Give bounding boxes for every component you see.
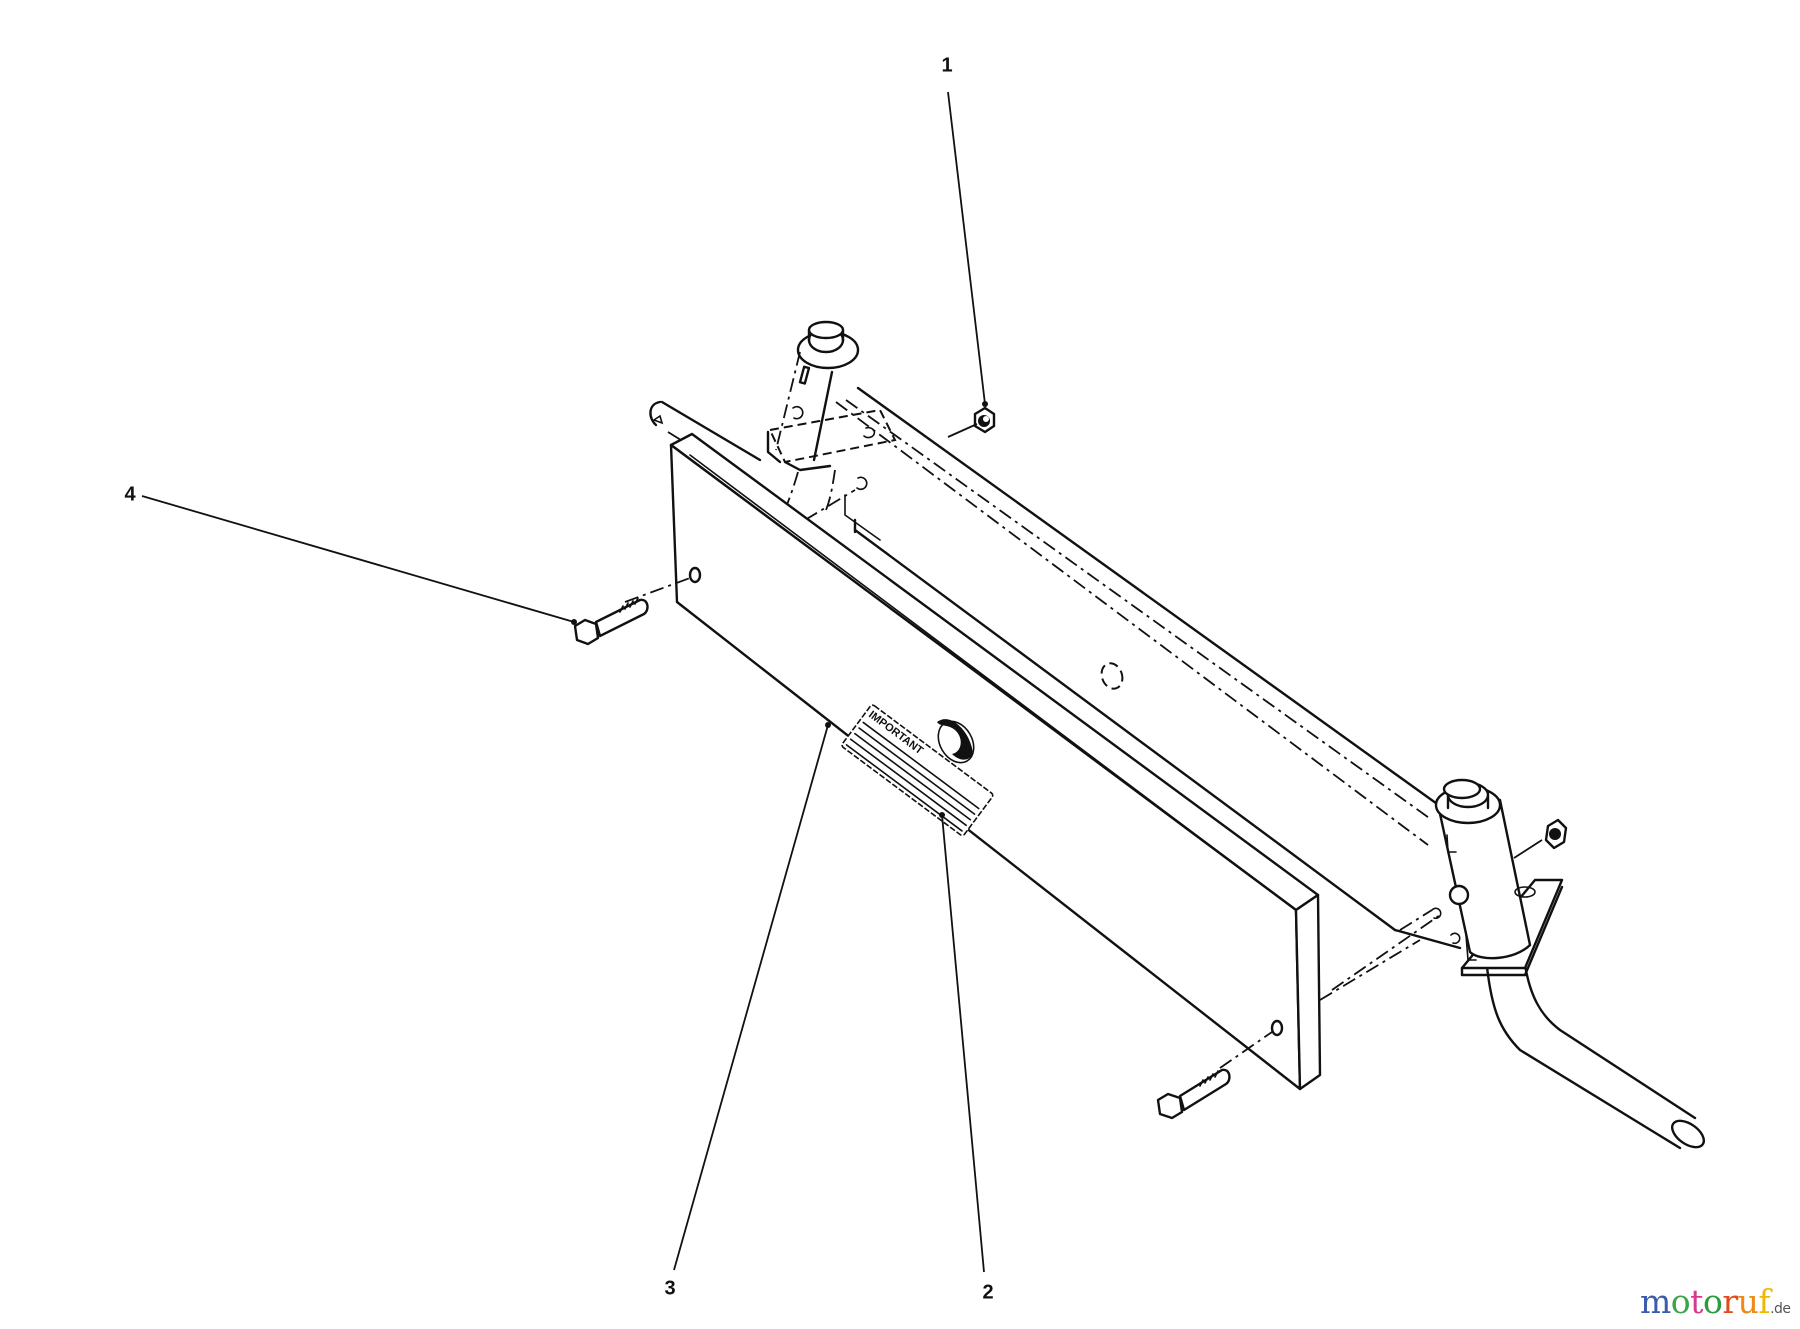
center-hole [1100, 662, 1124, 690]
motoruf-watermark: motoruf.de [1640, 1282, 1791, 1321]
watermark-letter: m [1640, 1282, 1671, 1321]
watermark-letter: r [1722, 1282, 1738, 1321]
watermark-letter: o [1670, 1282, 1691, 1321]
right-pivot-assembly [1331, 778, 1706, 1150]
callout-4: 4 [124, 483, 136, 506]
hex-bolt-left [573, 577, 691, 646]
hex-bolt-right [1156, 1031, 1273, 1120]
rear-frame-bar [835, 386, 1462, 1001]
lock-nut-top [947, 406, 996, 438]
panel-hole-left [688, 566, 702, 584]
watermark-letter: u [1737, 1282, 1759, 1321]
callout-3: 3 [664, 1277, 676, 1300]
callout-2: 2 [982, 1281, 994, 1304]
leader-lines [141, 91, 988, 1273]
watermark-letter: t [1690, 1282, 1703, 1321]
watermark-letter: o [1702, 1282, 1723, 1321]
weight-panel [669, 432, 1322, 1091]
watermark-tld: .de [1770, 1301, 1791, 1317]
callout-1: 1 [941, 54, 953, 77]
panel-hole-right [1270, 1019, 1284, 1037]
watermark-letter: f [1758, 1282, 1771, 1321]
right-lock-nut [1513, 818, 1568, 859]
